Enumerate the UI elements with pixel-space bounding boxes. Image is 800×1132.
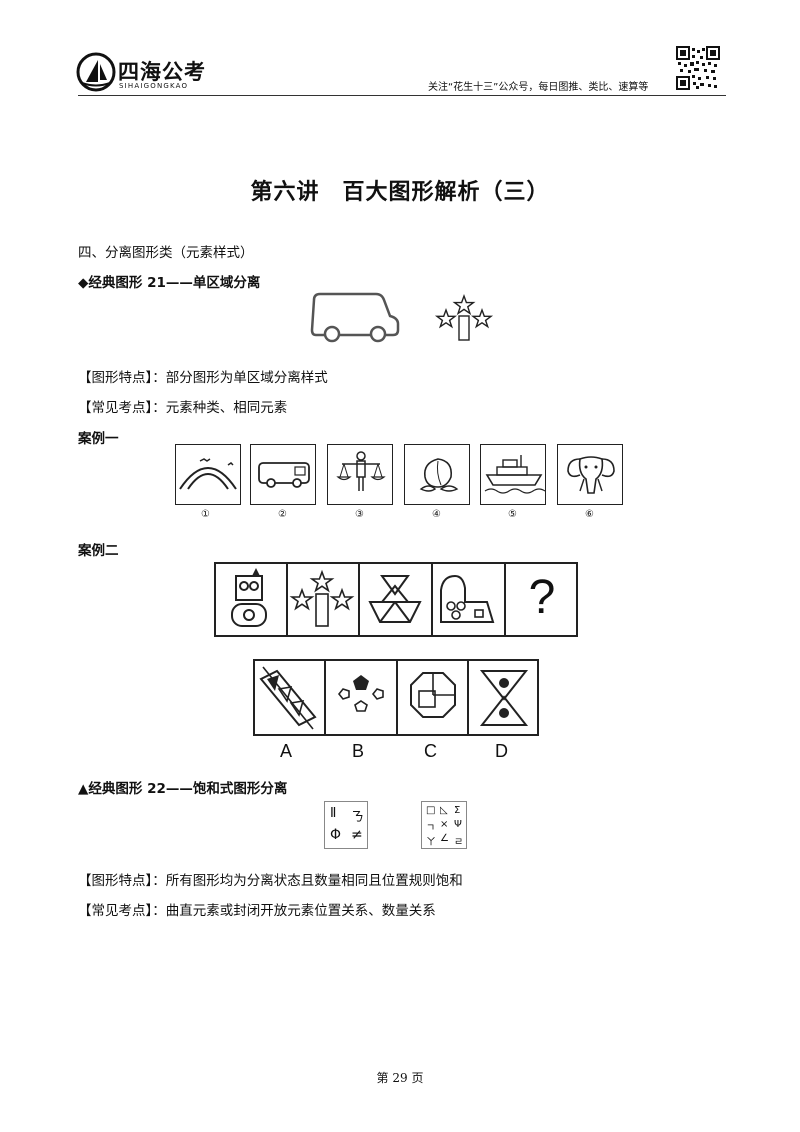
case2-figure-2 bbox=[289, 569, 355, 627]
case2-heading: 案例二 bbox=[78, 543, 119, 559]
symbol: × bbox=[440, 819, 449, 830]
option-c-figure[interactable] bbox=[397, 659, 468, 736]
option-c-label: C bbox=[424, 741, 437, 761]
qr-code-icon bbox=[676, 46, 720, 90]
header-slogan: 关注“花生十三”公众号，每日图推、类比、速算等 bbox=[428, 82, 649, 93]
symbol: □ bbox=[426, 805, 436, 816]
feature-label-22: 【图形特点】： bbox=[78, 873, 166, 889]
option-d-figure[interactable] bbox=[468, 659, 539, 736]
option-b-label: B bbox=[352, 741, 365, 761]
symbol: ㄹ bbox=[454, 837, 464, 848]
case1-figure-2 bbox=[250, 444, 316, 505]
symbol: ㄱ bbox=[426, 823, 436, 834]
case2-question-row bbox=[214, 562, 578, 637]
page-number: 第 29 页 bbox=[376, 1071, 424, 1085]
case1-figure-5 bbox=[480, 444, 546, 505]
logo-subtitle: SIHAIGONGKAO bbox=[119, 82, 189, 90]
case1-label-1: ① bbox=[201, 509, 210, 520]
divider bbox=[396, 659, 398, 736]
case1-figure-1 bbox=[175, 444, 241, 505]
exam-text: 元素种类、相同元素 bbox=[165, 400, 288, 416]
logo-text: 四海公考 bbox=[118, 60, 206, 84]
peach-icon bbox=[419, 458, 459, 492]
symbol: ≠ bbox=[351, 827, 363, 843]
case1-figure-4 bbox=[404, 444, 470, 505]
scale-person-icon bbox=[336, 451, 386, 491]
symbol: ㄋ bbox=[351, 810, 365, 825]
case1-label-2: ② bbox=[278, 509, 287, 520]
divider bbox=[358, 562, 360, 637]
exam-label-22: 【常见考点】： bbox=[78, 903, 166, 919]
elephant-icon bbox=[567, 456, 615, 494]
divider bbox=[504, 562, 506, 637]
symbol: ∠ bbox=[440, 833, 449, 844]
case2-figure-3 bbox=[368, 575, 422, 623]
classic22-figure-2: □ ◺ Σ ㄱ × Ψ ㄚ ∠ ㄹ bbox=[421, 801, 467, 849]
classic21-heading: ◆经典图形 21——单区域分离 bbox=[78, 275, 261, 291]
case1-label-3: ③ bbox=[355, 509, 364, 520]
header-divider bbox=[78, 95, 726, 96]
stars-figure bbox=[434, 293, 494, 341]
symbol: ㄚ bbox=[426, 837, 436, 848]
exam-label: 【常见考点】： bbox=[78, 400, 166, 416]
question-mark: ? bbox=[528, 571, 556, 624]
case1-label-4: ④ bbox=[432, 509, 441, 520]
divider bbox=[431, 562, 433, 637]
exam-text-22: 曲直元素或封闭开放元素位置关系、数量关系 bbox=[165, 903, 436, 919]
case1-figure-3 bbox=[327, 444, 393, 505]
symbol: ◺ bbox=[440, 805, 448, 816]
logo-icon bbox=[76, 52, 116, 92]
case1-label-5: ⑤ bbox=[508, 509, 517, 520]
case1-figure-6 bbox=[557, 444, 623, 505]
case1-label-6: ⑥ bbox=[585, 509, 594, 520]
option-d-label: D bbox=[495, 741, 508, 761]
case2-figure-1 bbox=[231, 568, 267, 627]
van-figure bbox=[310, 292, 400, 343]
symbol: Ψ bbox=[454, 819, 462, 830]
classic22-figure-1: Ⅱ ㄋ Φ ≠ bbox=[324, 801, 368, 849]
page-title: 第六讲 百大图形解析（三） bbox=[250, 180, 550, 205]
feature-text: 部分图形为单区域分离样式 bbox=[165, 370, 328, 386]
ship-icon bbox=[484, 455, 546, 494]
bridge-icon bbox=[179, 458, 237, 490]
symbol: Φ bbox=[330, 827, 342, 843]
divider bbox=[467, 659, 469, 736]
feature-text-22: 所有图形均为分离状态且数量相同且位置规则饱和 bbox=[165, 873, 463, 889]
section-heading: 四、分离图形类（元素样式） bbox=[78, 245, 254, 261]
classic22-heading: ▲经典图形 22——饱和式图形分离 bbox=[78, 781, 288, 797]
feature-label: 【图形特点】： bbox=[78, 370, 166, 386]
option-b-figure[interactable] bbox=[325, 659, 396, 736]
divider bbox=[286, 562, 288, 637]
symbol: Ⅱ bbox=[330, 806, 337, 821]
case1-heading: 案例一 bbox=[78, 431, 119, 447]
option-a-figure[interactable] bbox=[253, 659, 324, 736]
divider bbox=[324, 659, 326, 736]
option-a-label: A bbox=[280, 741, 293, 761]
van-icon bbox=[258, 462, 310, 488]
symbol: Σ bbox=[454, 805, 461, 816]
case2-figure-4 bbox=[440, 574, 495, 623]
